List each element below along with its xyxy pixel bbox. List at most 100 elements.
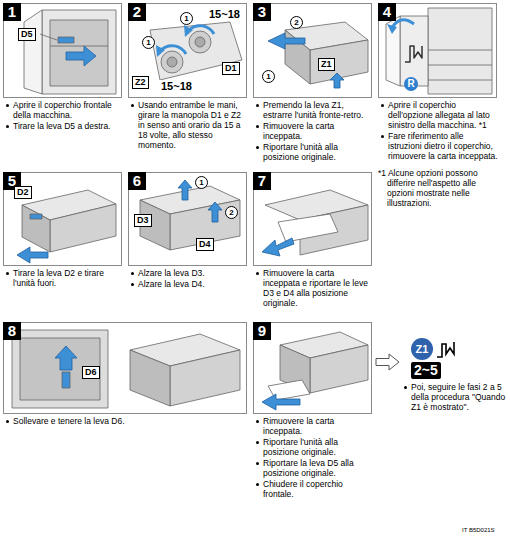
instruction-text: Riportare la leva D5 alla posizione orig…	[255, 458, 373, 478]
step1-illustration	[40, 34, 57, 40]
step4-illustration	[428, 8, 492, 94]
step-number: 9	[253, 322, 271, 340]
document-code: IT B5D021S	[462, 527, 495, 534]
instruction-text: Riportare l'unità alla posizione origina…	[255, 437, 373, 457]
step2-illustration	[184, 25, 193, 37]
step8-illustration	[20, 338, 100, 400]
step1-illustration	[24, 10, 42, 94]
step8-illustration	[170, 350, 240, 406]
callout-number: 2	[225, 206, 238, 219]
part-label: D1	[222, 62, 240, 75]
instruction-text: Sollevare e tenere la leva D6.	[5, 416, 248, 426]
instruction-text: Tirare la leva D5 a destra.	[5, 121, 123, 131]
next-step-box: Z1 2~5Poi, seguire le fasi 2 a 5 della pr…	[403, 338, 507, 413]
step-range: 2~5	[411, 362, 441, 379]
instruction-list: Tirare la leva D2 e tirare l'unità fuori…	[5, 268, 123, 289]
step6-illustration	[208, 202, 222, 222]
step1-illustration	[24, 10, 116, 94]
step-number: 4	[378, 3, 396, 21]
step6-illustration	[140, 180, 240, 250]
instruction-text: Tirare la leva D2 e tirare l'unità fuori…	[5, 268, 123, 288]
step1-illustration	[42, 10, 116, 94]
callout-letter: R	[404, 77, 418, 91]
part-label: D6	[82, 366, 100, 379]
step9-illustration	[262, 332, 368, 410]
instruction-text: Chiudere il coperchio frontale.	[255, 479, 373, 499]
step-number: 2	[128, 3, 146, 21]
step2-illustration	[150, 22, 242, 80]
step3-illustration	[330, 73, 344, 88]
step2-illustration	[167, 57, 177, 67]
step-panel: 3Premendo la leva Z1, estrarre l'unità f…	[253, 3, 372, 98]
part-label: Z2	[132, 76, 149, 89]
step5-illustration	[30, 214, 42, 219]
step-number: 7	[253, 172, 271, 190]
instruction-text: Rimuovere la carta inceppata.	[255, 121, 373, 141]
step4-illustration	[386, 16, 400, 86]
step7-illustration	[278, 214, 338, 242]
callout-number: 1	[195, 176, 208, 189]
instruction-text: Alzare la leva D4.	[130, 279, 248, 289]
step-panel: 4Aprire il coperchio dell'opzione allega…	[378, 3, 497, 98]
step4-illustration	[405, 46, 422, 62]
step8-illustration	[55, 346, 77, 370]
step1-illustration	[50, 46, 108, 47]
instruction-text: Poi, seguire le fasi 2 a 5 della procedu…	[403, 382, 507, 412]
step5-illustration	[50, 204, 116, 252]
instruction-list: Rimuovere la carta inceppata.Riportare l…	[255, 416, 373, 500]
instruction-list: Usando entrambe le mani, girare la manop…	[130, 100, 248, 151]
step7-illustration	[262, 190, 368, 256]
step2-illustration	[156, 45, 165, 57]
step2-illustration	[189, 31, 211, 53]
step8-illustration	[12, 330, 108, 408]
step-panel: 9Rimuovere la carta inceppata.Riportare …	[253, 322, 372, 414]
status-icon: Z1	[411, 338, 433, 360]
step2-illustration	[189, 26, 214, 34]
instruction-text: Riportare l'unità alla posizione origina…	[255, 142, 373, 162]
step1-illustration	[50, 20, 108, 86]
turn-count: 15~18	[208, 8, 241, 20]
step1-illustration	[58, 37, 74, 43]
step2-illustration	[161, 51, 183, 73]
instruction-text: Premendo la leva Z1, estrarre l'unità fr…	[255, 100, 373, 120]
step5-illustration	[17, 190, 116, 263]
instruction-list: Alzare la leva D3.Alzare la leva D4.	[130, 268, 248, 290]
step-number: 3	[253, 3, 271, 21]
instruction-list: Sollevare e tenere la leva D6.	[5, 416, 248, 427]
turn-count: 15~18	[160, 80, 193, 92]
instruction-text: Rimuovere la carta inceppata.	[255, 416, 373, 436]
step9-illustration	[262, 394, 300, 410]
callout-number: 1	[180, 12, 193, 25]
step-panel: 1Aprire il coperchio frontale della macc…	[3, 3, 122, 98]
step4-illustration	[428, 65, 492, 66]
part-label: D2	[14, 186, 32, 199]
callout-number: 1	[262, 70, 275, 83]
step6-illustration	[170, 200, 240, 250]
step7-illustration	[262, 238, 294, 256]
callout-number: 1	[142, 36, 155, 49]
instruction-list: Poi, seguire le fasi 2 a 5 della procedu…	[403, 338, 507, 412]
step3-illustration	[268, 33, 305, 49]
step4-illustration	[428, 50, 492, 51]
step-panel: 8Sollevare e tenere la leva D6.	[3, 322, 247, 414]
instruction-list: Rimuovere la carta inceppata e riportare…	[255, 268, 373, 309]
step4-illustration	[400, 16, 428, 86]
part-label: D5	[18, 28, 36, 41]
paper-jam-icon	[437, 342, 454, 357]
step3-illustration	[268, 22, 368, 88]
step-number: 6	[128, 172, 146, 190]
step1-illustration	[66, 46, 96, 66]
instruction-list: Aprire il coperchio dell'opzione allegat…	[380, 100, 498, 162]
instruction-text: Aprire il coperchio frontale della macch…	[5, 100, 123, 120]
step8-illustration	[12, 330, 240, 408]
step2-illustration	[195, 37, 205, 47]
step8-illustration	[62, 372, 70, 388]
instruction-text: Fare riferimento alle istruzioni dietro …	[380, 131, 498, 161]
instruction-text: Rimuovere la carta inceppata e riportare…	[255, 268, 373, 308]
footnote: *1 Alcune opzioni possono differire nell…	[378, 168, 505, 208]
step2-illustration	[150, 22, 242, 80]
instruction-text: Aprire il coperchio dell'opzione allegat…	[380, 100, 498, 130]
step4-illustration	[387, 24, 397, 34]
callout-number: 2	[290, 16, 303, 29]
